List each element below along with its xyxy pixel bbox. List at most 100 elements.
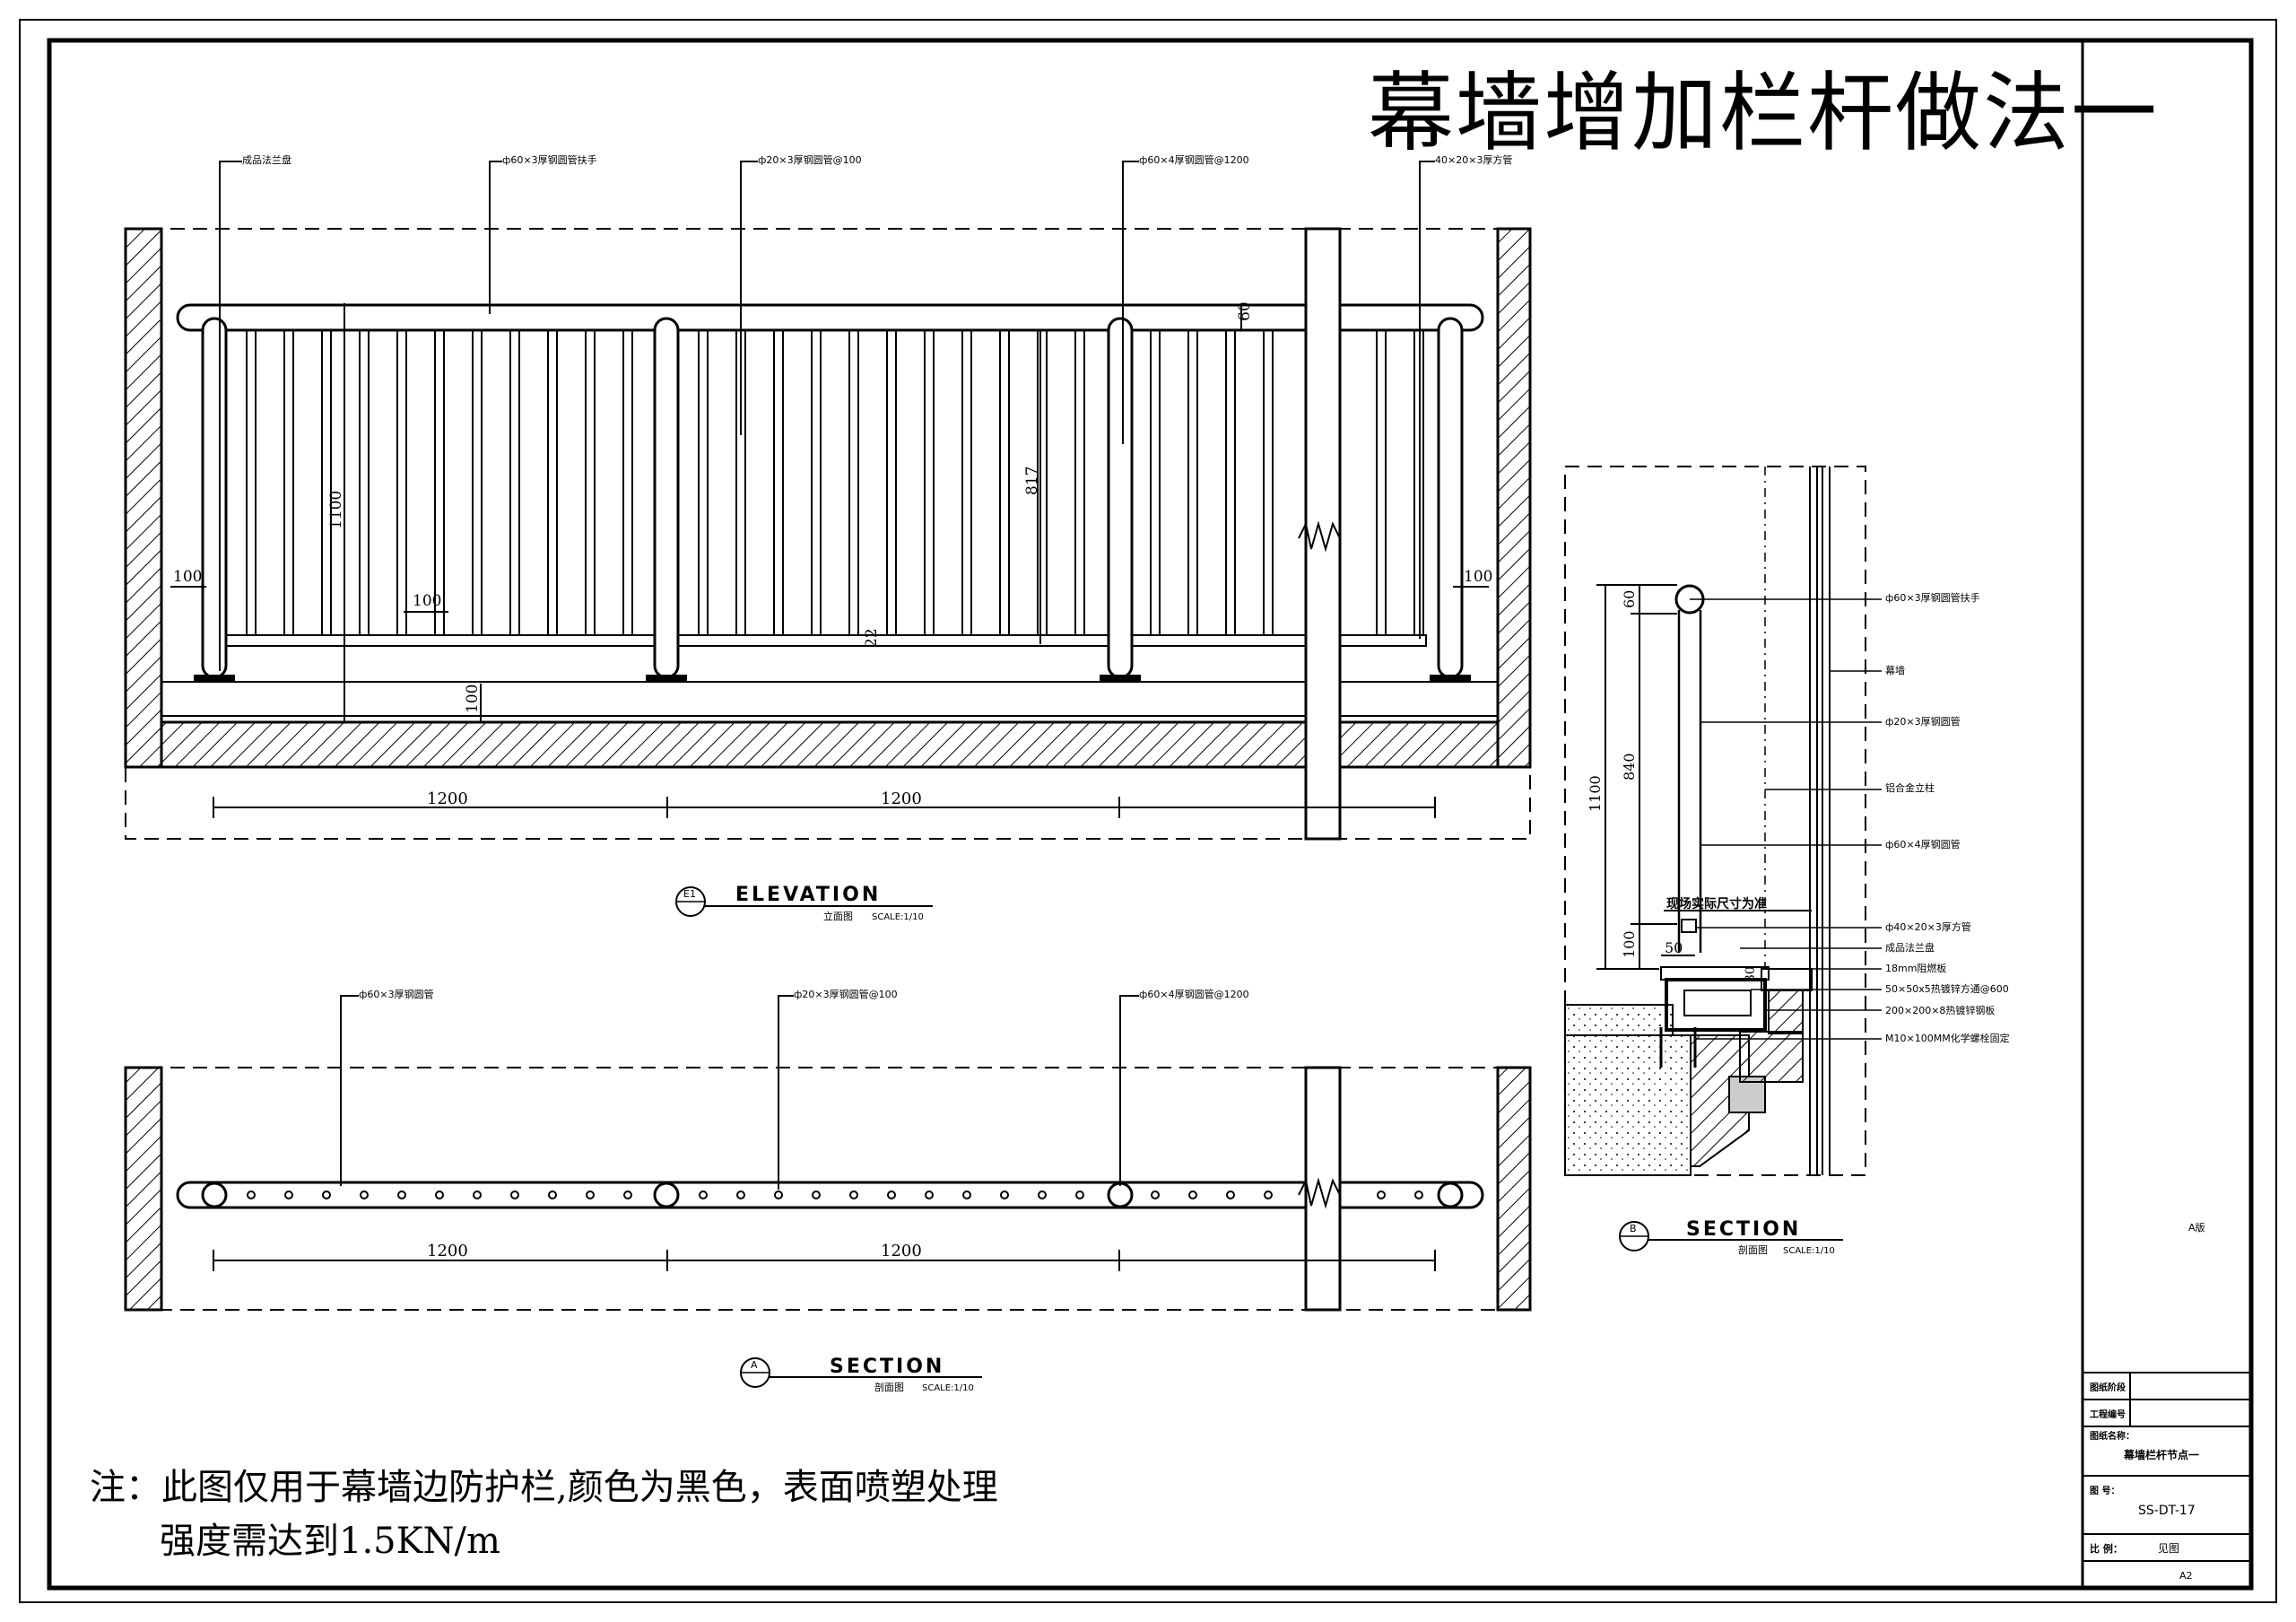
dim-30: 30: [1744, 966, 1758, 982]
plan-dashed-frame: [125, 1067, 1531, 1311]
flange-plate: [1430, 675, 1471, 682]
title-block: A版 图纸阶段 工程编号 图纸名称： 幕墙栏杆节点一 图 号： SS-DT-17…: [2083, 1221, 2251, 1582]
plan-baluster: [1188, 1190, 1197, 1199]
bottom-rail: [205, 634, 1427, 647]
dim-100-mid: 100: [413, 592, 441, 610]
right-wall: [1496, 227, 1532, 769]
detail-dashed-frame: [1564, 466, 1866, 1176]
callout-square-tube: 40×20×3厚方管: [1435, 153, 1512, 166]
dim-100-bottom: 100: [464, 685, 482, 713]
plan-baluster: [548, 1190, 557, 1199]
version-label: A版: [2188, 1221, 2205, 1234]
drawing-name: 幕墙栏杆节点一: [2123, 1448, 2199, 1461]
view-scale: SCALE:1/10: [872, 912, 924, 922]
callout-b-board: 18mm阻燃板: [1885, 962, 1946, 974]
dim-22: 22: [863, 628, 881, 648]
callout-b-bolt: M10×100MM化学螺栓固定: [1885, 1032, 2010, 1044]
section-a-view: ф60×3厚钢圆管 ф20×3厚钢圆管@100 ф60×4厚钢圆管@1200 1…: [124, 988, 1532, 1393]
callout-baluster-tube: ф20×3厚钢圆管@100: [758, 153, 862, 166]
plan-baluster: [736, 1190, 745, 1199]
break-symbol: [1298, 1177, 1341, 1209]
scale-value: 见图: [2158, 1542, 2179, 1555]
plan-post: [201, 1182, 228, 1208]
drawing-no-label: 图 号：: [2090, 1486, 2119, 1496]
left-wall-plan: [124, 1066, 163, 1312]
dim-100-right: 100: [1464, 568, 1492, 586]
dim-1100: 1100: [1587, 775, 1604, 812]
plan-balusters: [247, 1190, 1423, 1199]
view-scale: SCALE:1/10: [1783, 1246, 1835, 1256]
dim-1100: 1100: [327, 491, 345, 529]
detail-concrete: [1564, 1034, 1692, 1176]
plan-post: [653, 1182, 680, 1208]
view-subtitle: 剖面图: [1738, 1243, 1768, 1256]
plan-baluster: [1226, 1190, 1235, 1199]
callout-b-baluster: ф20×3厚钢圆管: [1885, 715, 1961, 728]
dim-100-left: 100: [173, 568, 202, 586]
callout-handrail-tube: ф60×3厚钢圆管扶手: [502, 153, 597, 166]
plan-baluster: [322, 1190, 331, 1199]
plan-baluster: [1000, 1190, 1009, 1199]
dim-817: 817: [1023, 467, 1041, 495]
plan-baluster: [887, 1190, 896, 1199]
paper-size: A2: [2179, 1570, 2193, 1582]
view-title: SECTION: [830, 1356, 944, 1378]
view-scale: SCALE:1/10: [922, 1383, 974, 1393]
plan-baluster: [473, 1190, 482, 1199]
view-mark: E1: [683, 888, 696, 900]
plan-baluster: [925, 1190, 934, 1199]
plan-baluster: [1264, 1190, 1273, 1199]
callout-b-curtain-wall: 幕墙: [1885, 664, 1905, 676]
view-subtitle: 剖面图: [874, 1381, 904, 1393]
plan-post: [1437, 1182, 1464, 1208]
dim-50: 50: [1665, 939, 1683, 956]
view-title: ELEVATION: [735, 884, 881, 906]
plan-baluster: [962, 1190, 971, 1199]
dim-1200-b: 1200: [881, 789, 922, 808]
detail-square-tube: [1681, 919, 1697, 933]
plan-baluster: [284, 1190, 293, 1199]
plan-baluster: [849, 1190, 858, 1199]
outer-border: [19, 19, 2277, 1603]
plan-baluster: [247, 1190, 256, 1199]
callout-flange: 成品法兰盘: [242, 153, 291, 166]
callout-b-galv-tube: 50×50x5热镀锌方通@600: [1885, 982, 2009, 995]
plan-baluster: [510, 1190, 519, 1199]
flange-plate: [646, 675, 687, 682]
dim-1200-a: 1200: [427, 789, 468, 808]
plan-baluster: [1377, 1190, 1386, 1199]
handrail: [176, 303, 1484, 332]
scale-label: 比 例：: [2090, 1542, 2123, 1555]
dim-840: 840: [1621, 753, 1638, 780]
break-column: [1304, 227, 1342, 841]
callout-baluster-plan: ф20×3厚钢圆管@100: [794, 988, 898, 1000]
plan-baluster: [1075, 1190, 1084, 1199]
plan-post: [1107, 1182, 1134, 1208]
note-line-2: 强度需达到1.5KN/m: [160, 1521, 500, 1562]
post: [1107, 317, 1134, 679]
flange-plate: [194, 675, 235, 682]
plan-baluster: [1038, 1190, 1047, 1199]
flange-plate: [1100, 675, 1141, 682]
post: [1437, 317, 1464, 679]
plan-baluster: [623, 1190, 632, 1199]
plan-baluster: [586, 1190, 595, 1199]
site-note: 现场实际尺寸为准: [1666, 896, 1767, 911]
callout-b-square-tube: ф40×20×3厚方管: [1885, 920, 1971, 933]
plan-baluster: [360, 1190, 369, 1199]
dim-60: 60: [1236, 301, 1254, 321]
drawing-name-label: 图纸名称：: [2090, 1430, 2135, 1442]
dim-1200-b: 1200: [881, 1242, 922, 1260]
callout-b-handrail: ф60×3厚钢圆管扶手: [1885, 591, 1980, 604]
plan-baluster: [1414, 1190, 1423, 1199]
callout-b-plate: 200×200×8热镀锌钢板: [1885, 1004, 1995, 1016]
plan-baluster: [812, 1190, 821, 1199]
callout-post-tube: ф60×4厚钢圆管@1200: [1139, 153, 1249, 166]
plan-baluster: [774, 1190, 783, 1199]
balusters: [246, 330, 1424, 635]
plan-break-column: [1304, 1066, 1342, 1312]
view-mark: A: [751, 1359, 758, 1371]
callout-handrail-plan: ф60×3厚钢圆管: [359, 988, 434, 1000]
drawing-no: SS-DT-17: [2138, 1504, 2196, 1518]
view-subtitle: 立面图: [823, 910, 853, 922]
